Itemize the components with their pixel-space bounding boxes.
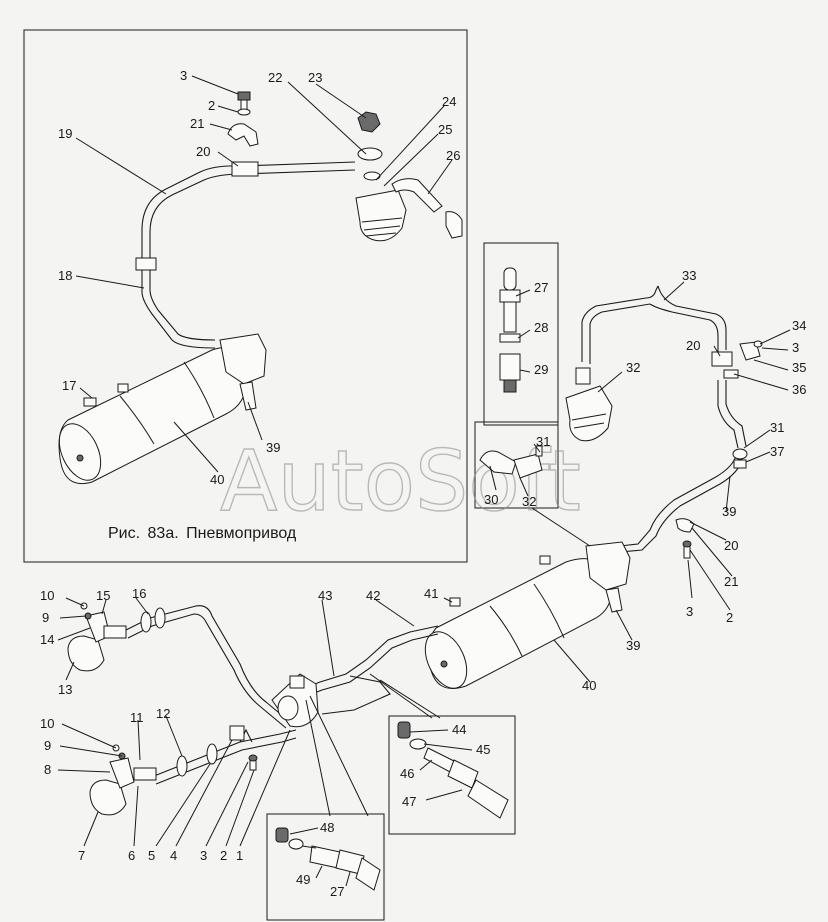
callout-8: 8 [44, 762, 51, 777]
callout-39: 39 [266, 440, 280, 455]
detail-hose-bottom [275, 827, 381, 891]
inset-assembly [58, 91, 463, 484]
callout-9-upper: 9 [42, 610, 49, 625]
callout-22: 22 [268, 70, 282, 85]
callout-11: 11 [130, 710, 144, 725]
main-left-leaders [57, 597, 453, 847]
detail-frame-hose-bottom [266, 813, 385, 921]
callout-30: 30 [484, 492, 498, 507]
main-left-assembly [67, 602, 439, 816]
callout-3-lower-left: 3 [200, 848, 207, 863]
callout-44: 44 [452, 722, 466, 737]
callout-14: 14 [40, 632, 54, 647]
callout-9-lower: 9 [44, 738, 51, 753]
callout-21-right: 21 [724, 574, 738, 589]
callout-47: 47 [402, 794, 416, 809]
callout-6: 6 [128, 848, 135, 863]
hose-26-icon [391, 178, 443, 213]
callout-2-lower-left: 2 [220, 848, 227, 863]
callout-40: 40 [210, 472, 224, 487]
callout-26: 26 [446, 148, 460, 163]
callout-5: 5 [148, 848, 155, 863]
callout-31-right: 31 [770, 420, 784, 435]
callout-25: 25 [438, 122, 452, 137]
callout-27-bottom: 27 [330, 884, 344, 899]
pipe-clamp-20 [231, 161, 259, 177]
callout-45: 45 [476, 742, 490, 757]
callout-31-fitting: 31 [536, 434, 550, 449]
figure-caption: Рис. 83а. Пневмопривод [108, 525, 297, 542]
callout-39-right: 39 [722, 504, 736, 519]
callout-10-upper: 10 [40, 588, 54, 603]
callout-17: 17 [62, 378, 76, 393]
bracket-21-icon [227, 123, 259, 147]
callout-4: 4 [170, 848, 177, 863]
nut-23-icon [357, 111, 381, 133]
pipe-clamp-18 [135, 257, 157, 271]
callout-29: 29 [534, 362, 548, 377]
callout-27-detail: 27 [534, 280, 548, 295]
detail-hose-right [397, 721, 509, 819]
caption-title: Пневмопривод [186, 525, 297, 542]
callout-39-main: 39 [626, 638, 640, 653]
main-right-assembly [424, 285, 763, 689]
valve-24-icon [355, 189, 407, 242]
callout-40-main: 40 [582, 678, 596, 693]
leader-to-detail-bottom [305, 699, 331, 817]
callout-21: 21 [190, 116, 204, 131]
callout-3: 3 [180, 68, 187, 83]
callout-20-right: 20 [686, 338, 700, 353]
caption-number: 83а. [148, 525, 179, 542]
callout-46: 46 [400, 766, 414, 781]
callout-2-right: 2 [726, 610, 733, 625]
callout-33: 33 [682, 268, 696, 283]
callout-23: 23 [308, 70, 322, 85]
inset-leaders [75, 75, 453, 473]
detail-frame-valve [483, 242, 559, 426]
callout-12: 12 [156, 706, 170, 721]
callout-3-right: 3 [792, 340, 799, 355]
callout-20-lower: 20 [724, 538, 738, 553]
callout-16: 16 [132, 586, 146, 601]
ring-22-icon [357, 147, 383, 161]
callout-36: 36 [792, 382, 806, 397]
callout-48: 48 [320, 820, 334, 835]
callout-10-lower: 10 [40, 716, 54, 731]
callout-41: 41 [424, 586, 438, 601]
callout-13: 13 [58, 682, 72, 697]
inset-frame [23, 29, 468, 563]
caption-prefix: Рис. [108, 525, 140, 542]
callout-2: 2 [208, 98, 215, 113]
washer-2-icon [237, 108, 251, 116]
callout-49: 49 [296, 872, 310, 887]
bolt-3-icon [237, 91, 251, 101]
main-right-leaders [489, 281, 791, 683]
callout-7: 7 [78, 848, 85, 863]
detail-valve-parts [499, 267, 531, 393]
callout-20: 20 [196, 144, 210, 159]
callout-37: 37 [770, 444, 784, 459]
callout-15: 15 [96, 588, 110, 603]
callout-34: 34 [792, 318, 806, 333]
callout-19: 19 [58, 126, 72, 141]
detail-frame-fitting [474, 421, 559, 509]
callout-32-main: 32 [626, 360, 640, 375]
callout-18: 18 [58, 268, 72, 283]
callout-35: 35 [792, 360, 806, 375]
leader-to-detail-right [369, 673, 433, 719]
detail-frame-hose-right [388, 715, 516, 835]
callout-43: 43 [318, 588, 332, 603]
callout-28: 28 [534, 320, 548, 335]
callout-32-fitting: 32 [522, 494, 536, 509]
callout-1: 1 [236, 848, 243, 863]
receiver-40-inset [58, 333, 267, 484]
callout-42: 42 [366, 588, 380, 603]
callout-24: 24 [442, 94, 456, 109]
callout-3-lower: 3 [686, 604, 693, 619]
